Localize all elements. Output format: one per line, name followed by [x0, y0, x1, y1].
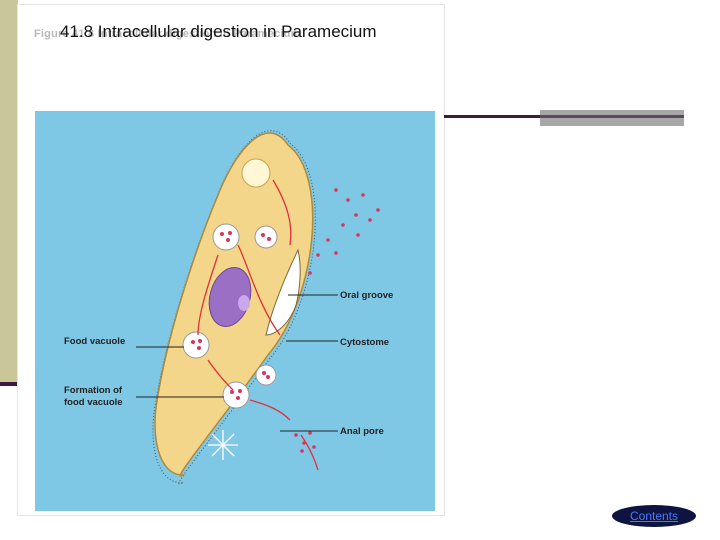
slide-title: 41.8 Intracellular digestion in Parameci…: [60, 22, 377, 41]
title-underline-grey-line: [540, 115, 684, 118]
label-food-vacuole: Food vacuole: [64, 336, 125, 347]
contractile-vacuole: [241, 158, 271, 188]
title-underline-dark: [444, 115, 540, 118]
trichocyst-star: [208, 430, 238, 460]
paramecium-diagram: Oral groove Cytostome Food vacuole Forma…: [35, 111, 435, 511]
food-vacuole-4: [222, 381, 250, 409]
food-vacuole-3: [182, 331, 210, 359]
side-accent-strip: [0, 0, 18, 385]
title-underline-grey: [540, 110, 684, 126]
label-anal-pore: Anal pore: [340, 426, 384, 437]
micronucleus: [238, 295, 250, 311]
figure-caption: Figure 41.8 Intracellular digestion in P…: [34, 28, 301, 40]
label-formation-line2: food vacuole: [64, 397, 123, 408]
label-formation-line1: Formation of: [64, 385, 123, 396]
contents-button[interactable]: Contents: [612, 505, 696, 527]
oral-groove-channel: [265, 248, 301, 336]
food-particles: [191, 188, 380, 453]
food-vacuole-5: [255, 364, 277, 386]
cyclosis-arrows: [197, 179, 319, 471]
label-cytostome: Cytostome: [340, 337, 389, 348]
food-vacuole-2: [254, 225, 278, 249]
leader-lines: [136, 294, 338, 432]
food-vacuole-1: [212, 223, 240, 251]
label-oral-groove: Oral groove: [340, 290, 393, 301]
